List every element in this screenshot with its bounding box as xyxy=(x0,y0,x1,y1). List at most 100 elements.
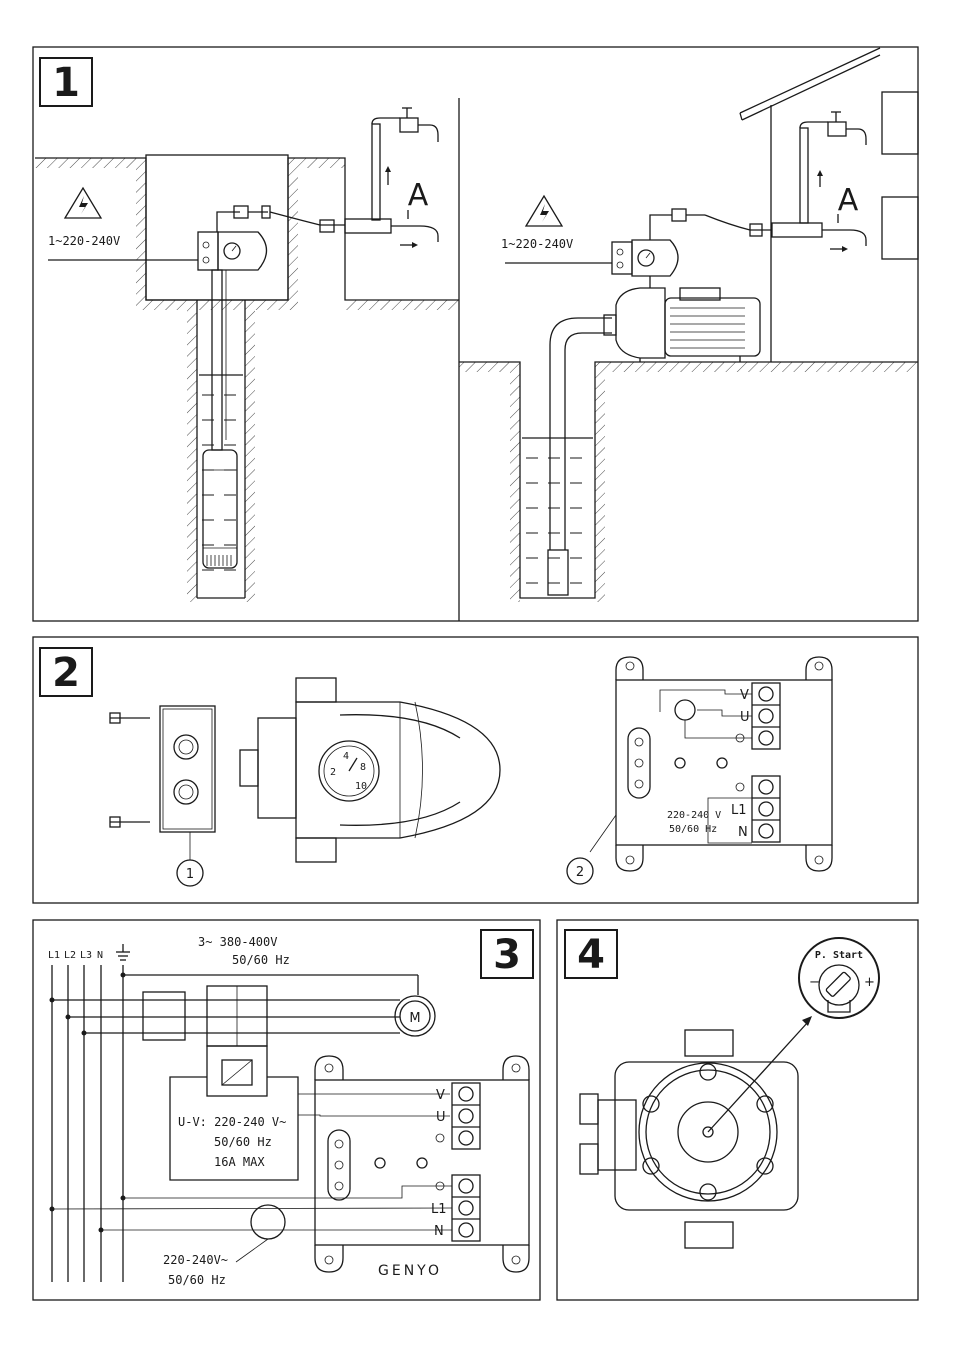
panel-3: 3 L1 L2 L3 N 3~ 380-400V 50/60 Hz xyxy=(32,919,541,1301)
tee-fitting-right xyxy=(771,222,823,238)
panel-1: 1 xyxy=(32,46,919,622)
panel-4-frame xyxy=(556,919,919,1301)
coil-voltage: U-V: 220-240 V~ xyxy=(178,1115,286,1129)
terminal-v xyxy=(758,686,774,702)
cable-entry-block xyxy=(597,1099,637,1171)
supply-cable-gland xyxy=(250,1204,286,1240)
controller-body: 2 4 8 10 xyxy=(239,677,501,863)
terminal-strip-top xyxy=(751,682,781,750)
phase-l2: L2 xyxy=(64,950,76,961)
pressure-gauge-right xyxy=(637,249,655,267)
wiring-box: V U L1 N 220-240 V 50/60 Hz 2 xyxy=(566,656,833,885)
foot-valve xyxy=(547,549,569,596)
controller-cover xyxy=(638,1062,778,1202)
svg-text:1: 1 xyxy=(186,867,194,882)
callout-2 xyxy=(566,857,594,885)
control-box xyxy=(169,1076,299,1181)
ground-symbol-icon xyxy=(116,944,130,961)
terminal-u xyxy=(758,708,774,724)
outlet-label-a: A xyxy=(408,178,429,213)
tee-fitting xyxy=(344,218,392,234)
pump-head xyxy=(615,287,666,359)
svg-text:10: 10 xyxy=(355,781,367,792)
control-unit-terminal xyxy=(197,231,219,271)
top-port-p4 xyxy=(684,1029,734,1057)
panel-2: 2 1 xyxy=(32,636,919,904)
supply-voltage-p2: 220-240 V xyxy=(667,810,721,821)
window-lower xyxy=(881,196,919,260)
supply-freq-p2: 50/60 Hz xyxy=(669,824,717,835)
panel-2-number: 2 xyxy=(52,650,80,696)
motor-symbol xyxy=(674,699,696,721)
suction-pipe xyxy=(549,317,612,550)
ground-icon xyxy=(735,782,745,792)
upper-tap xyxy=(399,117,419,133)
panel-4-number-box xyxy=(564,929,618,979)
well-water-right xyxy=(522,437,593,584)
panel-3-frame xyxy=(32,919,541,1301)
bottom-port-p4 xyxy=(684,1221,734,1249)
pressure-dial xyxy=(318,740,380,802)
terminal-cover: 1 xyxy=(109,705,216,887)
pump-pit xyxy=(145,154,289,301)
electrical-hazard-icon-right xyxy=(524,194,564,227)
pstart-screw xyxy=(702,1126,714,1138)
panel-2-number-box xyxy=(39,647,93,697)
upper-tap-right xyxy=(827,121,847,137)
svg-text:2: 2 xyxy=(330,767,336,778)
minus-label: − xyxy=(809,975,820,990)
plus-label: + xyxy=(864,975,875,990)
svg-text:8: 8 xyxy=(360,762,366,773)
svg-text:L1: L1 xyxy=(731,803,747,818)
panel-1-number-box xyxy=(39,57,93,107)
svg-text:N: N xyxy=(434,1224,444,1239)
ground-icon xyxy=(435,1133,445,1143)
panel-2-frame xyxy=(32,636,919,904)
control-unit-terminal-right xyxy=(611,241,633,275)
panel-1-frame xyxy=(32,46,919,622)
terminal-ground-bottom xyxy=(758,779,774,795)
pressure-controller xyxy=(217,231,268,271)
terminal-n xyxy=(758,823,774,839)
panel-4-number: 4 xyxy=(577,932,605,978)
three-phase-freq: 50/60 Hz xyxy=(232,953,290,967)
circuit-breaker xyxy=(142,991,186,1041)
panel-3-number: 3 xyxy=(493,932,521,978)
well-installation-diagram: A 1~220-240V xyxy=(35,107,459,602)
svg-text:V: V xyxy=(740,688,749,703)
bottom-port xyxy=(295,837,337,863)
ground-line-right xyxy=(459,361,918,599)
terminal-l1 xyxy=(758,801,774,817)
svg-text:N: N xyxy=(738,825,748,840)
pstart-knob-slot xyxy=(825,971,851,997)
svg-text:V: V xyxy=(436,1088,445,1103)
submersible-pump xyxy=(202,449,238,569)
supply-voltage-label: 1~220-240V xyxy=(48,234,120,248)
cover-screws xyxy=(642,1063,774,1201)
house-roof xyxy=(739,47,881,114)
svg-text:2: 2 xyxy=(576,865,584,880)
panel-4: 4 P. Start − + xyxy=(556,919,919,1301)
pump-motor xyxy=(664,297,761,357)
panel-3-number-box xyxy=(480,929,534,979)
lower-tap-right xyxy=(822,229,867,246)
three-phase-voltage: 3~ 380-400V xyxy=(198,935,277,949)
svg-text:L1: L1 xyxy=(431,1202,447,1217)
svg-text:U: U xyxy=(436,1110,446,1125)
svg-text:4: 4 xyxy=(343,751,349,762)
ground-line xyxy=(35,157,459,301)
riser-pipe xyxy=(211,269,223,451)
coil-current: 16A MAX xyxy=(214,1155,265,1169)
phase-l1: L1 xyxy=(48,950,60,961)
svg-text:M: M xyxy=(409,1011,420,1026)
gland-top xyxy=(173,734,199,760)
pstart-knob-detail xyxy=(798,937,880,1019)
detail-pointer xyxy=(707,1021,809,1133)
window-upper xyxy=(881,91,919,155)
svg-text:U: U xyxy=(740,710,750,725)
panel-1-number: 1 xyxy=(52,60,80,106)
coil-freq: 50/60 Hz xyxy=(214,1135,272,1149)
supply-freq-p3: 50/60 Hz xyxy=(168,1273,226,1287)
supply-voltage-label-right: 1~220-240V xyxy=(501,237,573,251)
